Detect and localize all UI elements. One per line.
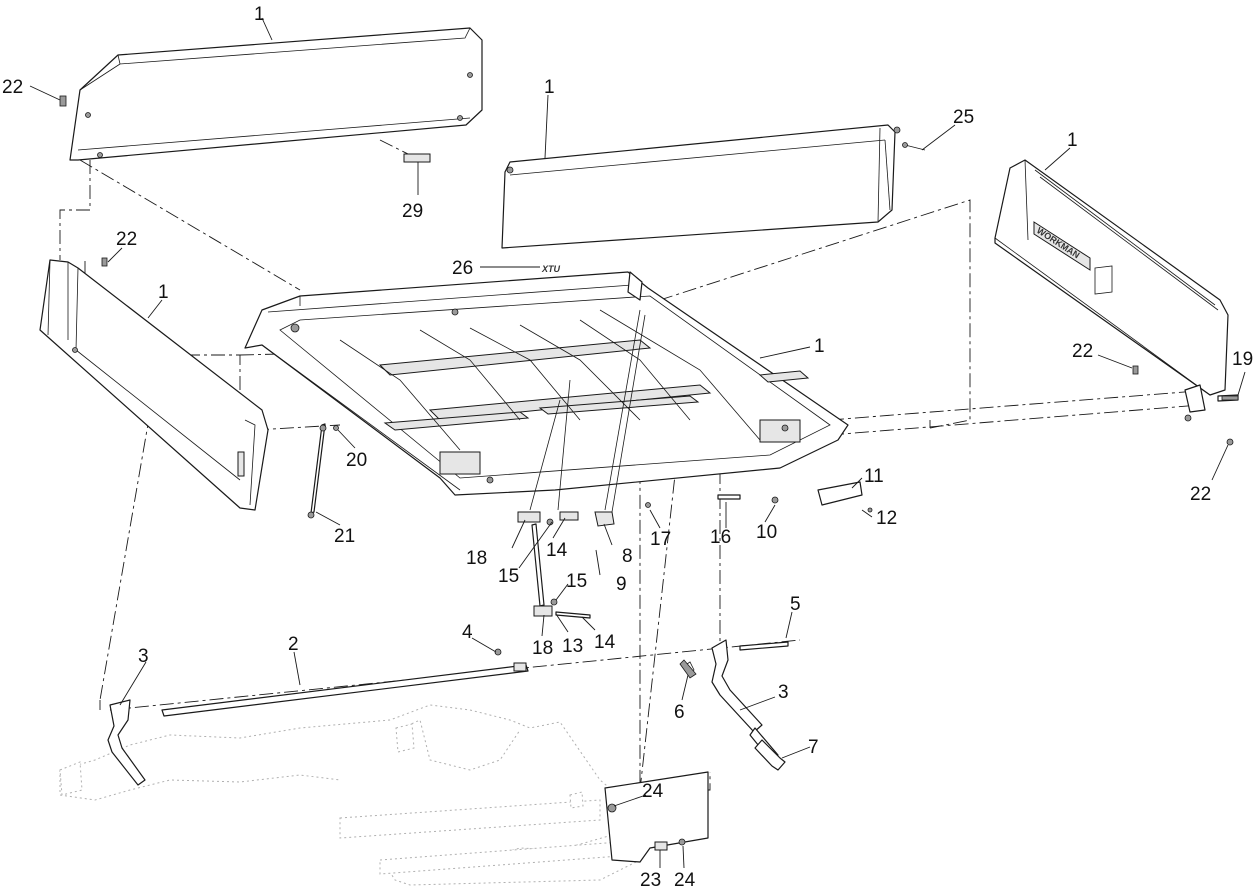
- callout-13: 13: [562, 636, 583, 657]
- front-bed-panel: [501, 124, 901, 249]
- callout-25: 25: [953, 107, 974, 128]
- cargo-bed: XTU: [244, 264, 849, 496]
- latch-hook-3-right: [711, 639, 779, 763]
- handle-grip-7: [754, 739, 786, 771]
- callout-3-right: 3: [778, 682, 789, 703]
- callout-11: 11: [864, 466, 884, 487]
- callout-18-lower: 18: [532, 638, 553, 659]
- latch-linkage: [517, 309, 873, 619]
- callout-23: 23: [640, 870, 661, 891]
- callout-1-rear-left-panel: 1: [254, 4, 265, 25]
- callout-7: 7: [808, 737, 819, 758]
- hardware-22-top: [59, 95, 67, 107]
- callout-2: 2: [288, 634, 299, 655]
- callout-14-upper: 14: [546, 540, 568, 561]
- callout-22-tailgate: 22: [1072, 341, 1093, 362]
- hardware-22-right: [1132, 365, 1139, 375]
- callout-1-front-left-panel: 1: [158, 282, 169, 303]
- callout-24-lower: 24: [674, 870, 696, 891]
- callout-22-top-left: 22: [2, 77, 23, 98]
- hardware-22-lower-right: [1226, 438, 1234, 446]
- chassis-frame: [59, 704, 641, 886]
- callout-1-tailgate: 1: [1067, 130, 1078, 151]
- callout-19: 19: [1232, 349, 1253, 370]
- callout-29: 29: [402, 201, 423, 222]
- callout-1-front-panel: 1: [544, 77, 555, 98]
- callout-21: 21: [334, 526, 355, 547]
- gas-strut-21: [307, 423, 339, 519]
- callout-12: 12: [876, 508, 897, 529]
- callout-17: 17: [650, 529, 671, 550]
- callout-16: 16: [710, 527, 731, 548]
- bolt-5: [739, 641, 789, 651]
- callout-22-lower-right: 22: [1190, 484, 1211, 505]
- side-panel-rear-left: [69, 27, 483, 161]
- callout-15-upper: 15: [498, 566, 519, 587]
- callout-26: 26: [452, 258, 473, 279]
- callout-labels: 1 22 29 1 25 1 22 1 26 1 22 19 22 20 21 …: [2, 4, 1253, 891]
- latch-rod-2: [161, 648, 529, 717]
- spring-6: [679, 659, 697, 679]
- callout-20: 20: [346, 450, 367, 471]
- part-29-spacer: [403, 153, 431, 163]
- tailgate-panel: WORKMAN: [994, 159, 1229, 396]
- callout-22-left-panel: 22: [116, 229, 137, 250]
- callout-6: 6: [674, 702, 685, 723]
- hardware-25: [902, 142, 926, 151]
- callout-3-left: 3: [138, 646, 149, 667]
- callout-15-lower: 15: [566, 571, 587, 592]
- hardware-19: [1221, 395, 1239, 401]
- side-panel-front-left: [39, 259, 269, 511]
- hinge-bracket: [604, 771, 709, 863]
- callout-10: 10: [756, 522, 777, 543]
- callout-8: 8: [622, 546, 633, 567]
- callout-1-cargo-bed: 1: [814, 336, 825, 357]
- callout-9: 9: [616, 574, 627, 595]
- bed-logo-decal: XTU: [541, 264, 561, 274]
- callout-18-upper: 18: [466, 548, 487, 569]
- hardware-22-left: [101, 257, 108, 267]
- callout-24-upper: 24: [642, 781, 664, 802]
- callout-14-lower: 14: [594, 632, 616, 653]
- leader-lines: [29, 17, 1246, 869]
- callout-5: 5: [790, 594, 801, 615]
- callout-4: 4: [462, 622, 473, 643]
- latch-hook-3-left: [107, 699, 146, 786]
